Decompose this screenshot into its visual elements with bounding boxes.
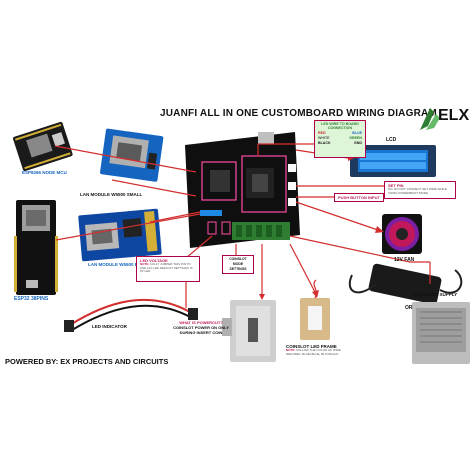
coinslot-led-frame xyxy=(300,279,330,340)
set-pin-box: SET PIN NO: DO NOT CONNECT SET WIRE WHIL… xyxy=(384,181,456,199)
led-indicator-wire xyxy=(64,298,198,332)
coinslot-frame-note: FOLLOW THE COLOR OF WIRE RED=RED, BLUE=B… xyxy=(286,348,341,356)
footer-credit: POWERED BY: EX PROJECTS AND CIRCUITS xyxy=(5,357,169,366)
led-wire-row2-a: WHITE xyxy=(318,136,330,140)
label-esp8266: ESP8266 NODE MCU xyxy=(22,170,67,175)
coinslot-frame-note-wrap: NOTE: FOLLOW THE COLOR OF WIRE RED=RED, … xyxy=(286,348,346,356)
led-wire-box: LED WIRE TO BOARD CONNECTION RED BLUE WH… xyxy=(314,120,366,158)
coinslot-frame-title: COINSLOT LED FRAME xyxy=(286,344,337,349)
led-wire-row: BLACK GND xyxy=(318,141,362,146)
label-power-supply: 12V POWER SUPPLY xyxy=(412,292,458,297)
powercut-box: WHAT IS POWERCUT? COINSLOT POWER ON ONLY… xyxy=(172,320,230,335)
set-pin-title: SET PIN xyxy=(388,183,404,188)
led-wire-row3-a: BLACK xyxy=(318,141,331,145)
coinslot-frame-note-prefix: NOTE: xyxy=(286,348,296,352)
power-adapter xyxy=(348,263,463,305)
switching-power-supply xyxy=(412,302,470,364)
led-wire-title: LED WIRE TO BOARD CONNECTION xyxy=(321,122,359,130)
esp8266-board xyxy=(13,121,73,172)
label-lcd: LCD xyxy=(386,137,397,143)
esp32-board xyxy=(14,200,58,295)
powercut-line1: COINSLOT POWER ON ONLY xyxy=(173,325,229,330)
led-wire-row3-b: GND xyxy=(354,141,362,145)
label-or: OR xyxy=(405,305,413,311)
label-led-indicator: LED INDICATOR xyxy=(92,324,127,329)
label-lan-big: LAN MODULE W5500 BIG xyxy=(88,262,143,267)
main-custom-board xyxy=(185,132,300,248)
lan-big-module xyxy=(78,208,162,262)
coinslot-mode-label: COINSLOT MODE SETTINGS xyxy=(222,255,254,274)
label-lan-small: LAN MODULE W5500 SMALL xyxy=(80,192,143,197)
powercut-line2: DURING INSERT COIN xyxy=(179,330,223,335)
fan xyxy=(382,214,422,254)
lcd-display xyxy=(350,145,436,177)
coinslot-device xyxy=(222,300,276,362)
led-voltage-note: FULLY JUMPER THIS PIN TO USE 12V LED DEF… xyxy=(140,262,193,274)
diagram-title: JUANFI ALL IN ONE CUSTOMBOARD WIRING DIA… xyxy=(160,108,437,119)
powercut-title: WHAT IS POWERCUT? xyxy=(179,320,223,325)
led-wire-row: WHITE GREEN xyxy=(318,136,362,141)
lan-small-module xyxy=(100,128,164,182)
set-pin-note: NO: DO NOT CONNECT SET WIRE WHILE USING … xyxy=(388,187,448,195)
led-wire-row2-b: GREEN xyxy=(349,136,362,140)
led-wire-row1-a: RED xyxy=(318,131,326,135)
led-voltage-box: LED VOLTAGE NOTE: FULLY JUMPER THIS PIN … xyxy=(136,256,200,282)
led-voltage-title: LED VOLTAGE xyxy=(140,258,168,263)
push-button-label: PUSH BUTTON INPUT xyxy=(334,193,384,202)
led-wire-row1-b: BLUE xyxy=(352,131,362,135)
label-esp32: ESP32 38PINS xyxy=(14,296,49,302)
led-wire-row: RED BLUE xyxy=(318,131,362,136)
elx-logo: ELX xyxy=(418,104,470,132)
label-fan: 12V FAN xyxy=(394,257,415,263)
led-voltage-note-wrap: NOTE: FULLY JUMPER THIS PIN TO USE 12V L… xyxy=(140,262,196,274)
coinslot-frame-box: COINSLOT LED FRAME NOTE: FOLLOW THE COLO… xyxy=(286,344,346,356)
logo-text: ELX xyxy=(438,107,470,124)
led-voltage-note-prefix: NOTE: xyxy=(140,262,150,266)
